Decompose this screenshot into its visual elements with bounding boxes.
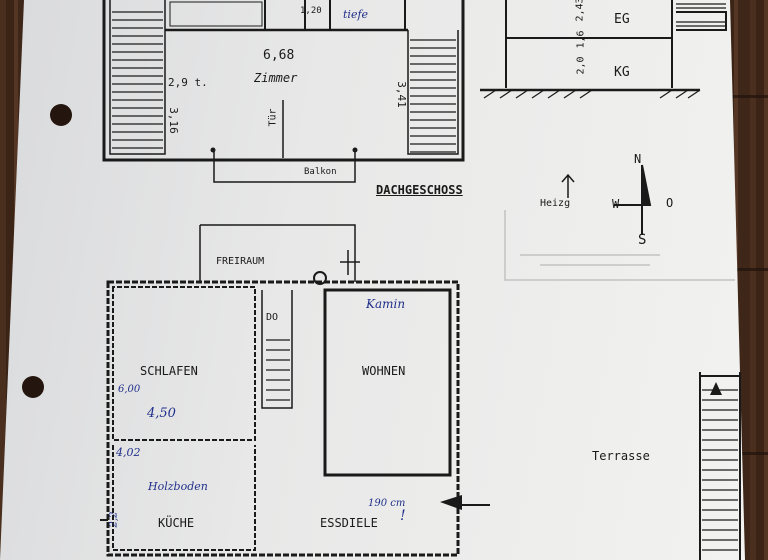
compass-south: S [638, 232, 647, 248]
section-kg-label: KG [614, 65, 630, 80]
room-essdiele-label: ESSDIELE [320, 516, 378, 530]
dimension-label: 2,2 [108, 511, 120, 528]
dimension-label: 1,6 [575, 30, 587, 49]
room-kueche-label: KÜCHE [158, 516, 195, 530]
dimension-label: 6,00 [118, 384, 141, 395]
wood-plank-seam [708, 268, 768, 271]
heating-label: Heizg [540, 198, 571, 209]
terrace-label: Terrasse [592, 449, 650, 463]
dimension-label: 4,02 [116, 446, 141, 459]
room-name-label: Zimmer [254, 71, 298, 85]
compass-west: W [612, 197, 620, 211]
room-area-label: 6,68 [263, 48, 295, 63]
handwritten-note: Holzboden [148, 480, 208, 493]
section-eg-label: EG [614, 12, 630, 27]
wood-plank-seam [708, 95, 768, 98]
freiraum-label: FREIRAUM [216, 256, 265, 267]
punch-hole [22, 376, 44, 398]
do-label: DO [266, 312, 279, 323]
balcony-label: Balkon [304, 167, 337, 177]
dimension-label: 2,43 [574, 0, 586, 22]
room-schlafen-label: SCHLAFEN [140, 364, 198, 378]
room-wohnen-label: WOHNEN [362, 364, 406, 378]
door-label: Tür [267, 108, 279, 127]
room-area-label: 4,50 [147, 406, 176, 421]
handwritten-note: tiefe [343, 8, 369, 21]
dimension-label: 2,0 [575, 56, 587, 75]
stair-hatching [112, 3, 738, 551]
floor-title: DACHGESCHOSS [376, 183, 463, 197]
compass-north: N [634, 152, 642, 166]
dimension-label: 1,20 [300, 6, 322, 16]
compass-east: O [666, 196, 674, 210]
punch-hole [50, 104, 72, 126]
dimension-label: 2,9 t. [168, 76, 208, 89]
dimension-label: 3,41 [394, 81, 408, 108]
handwritten-mark: ! [400, 508, 406, 524]
dimension-label: 3,16 [166, 107, 180, 134]
fireplace-label: Kamin [366, 297, 406, 311]
handwritten-note: 190 cm [368, 498, 406, 509]
